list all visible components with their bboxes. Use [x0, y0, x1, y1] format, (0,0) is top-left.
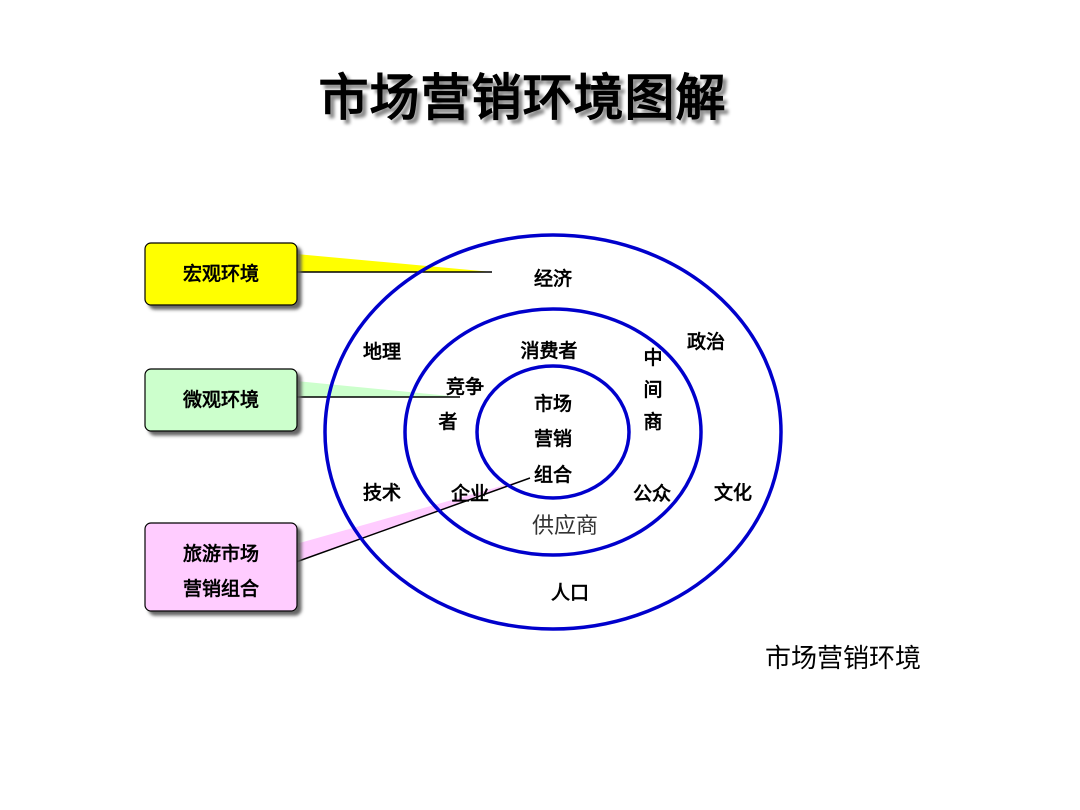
- micro-callout: 微观环境: [144, 368, 298, 432]
- macro-callout: 宏观环境: [144, 242, 298, 306]
- label-public: 公众: [633, 482, 671, 505]
- diagram-caption: 市场营销环境: [765, 644, 922, 674]
- label-politics: 政治: [687, 330, 725, 353]
- label-mix-line1: 市场: [534, 392, 572, 415]
- label-competitor-line1: 竞争: [446, 375, 484, 398]
- label-consumers: 消费者: [520, 339, 577, 362]
- label-competitor-line2: 者: [438, 411, 457, 433]
- label-technology: 技术: [363, 481, 401, 504]
- page-title: 市场营销环境图解: [318, 69, 727, 127]
- mix-callout-line1: 旅游市场: [183, 542, 259, 565]
- micro-callout-label: 微观环境: [182, 388, 259, 411]
- mix-callout: 旅游市场 营销组合: [144, 522, 298, 612]
- label-economy: 经济: [534, 267, 573, 290]
- mix-pointer-edge: [295, 477, 531, 563]
- inner-ring: [475, 364, 631, 500]
- micro-pointer: [296, 381, 460, 397]
- label-mix-line2: 营销: [534, 427, 572, 450]
- label-population: 人口: [551, 582, 589, 604]
- mix-callout-line2: 营销组合: [183, 577, 260, 600]
- macro-callout-label: 宏观环境: [183, 262, 259, 285]
- middle-ring: [403, 307, 703, 557]
- outer-ring: [323, 233, 783, 631]
- label-supplier: 供应商: [532, 514, 598, 539]
- label-enterprise: 企业: [450, 482, 489, 505]
- macro-pointer: [296, 254, 492, 272]
- label-intermediary-2: 间: [643, 379, 662, 401]
- label-mix-line3: 组合: [534, 463, 573, 486]
- label-culture: 文化: [714, 481, 752, 504]
- label-intermediary-3: 商: [643, 410, 662, 433]
- label-intermediary-1: 中: [643, 346, 662, 369]
- label-geography: 地理: [363, 340, 401, 363]
